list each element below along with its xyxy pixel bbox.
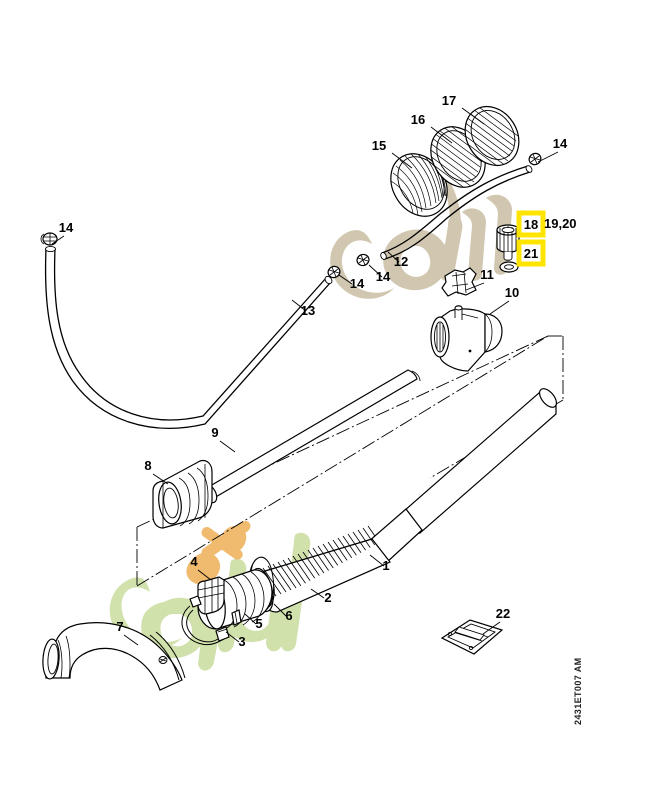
callout-number-7: 7	[116, 619, 123, 634]
callout-number-17: 17	[442, 93, 456, 108]
callout-number-10: 10	[505, 285, 519, 300]
part-8-grille-insert	[152, 459, 213, 529]
callout-leader-14	[51, 235, 65, 245]
part-5-clamp-pin	[231, 609, 242, 626]
callout-leader-16	[430, 126, 453, 144]
highlight-box-21[interactable]	[516, 239, 546, 267]
callout-leader-12	[387, 251, 400, 263]
part-14-hose-clamp-left	[40, 232, 58, 246]
part-13-long-curved-hose	[44, 245, 333, 429]
callout-leaders	[51, 107, 559, 646]
part-4-clamp-screw-block	[197, 576, 225, 615]
callout-number-13: 13	[301, 303, 315, 318]
part-9-straight-tube	[201, 369, 421, 504]
callout-leader-4	[197, 569, 212, 581]
callout-leader-10	[489, 300, 510, 315]
callout-leader-11	[465, 282, 485, 291]
part-10-collar-housing	[430, 305, 503, 372]
callout-number-14: 14	[376, 269, 391, 284]
callout-leader-14	[537, 151, 559, 163]
callout-leader-5	[244, 613, 257, 625]
part-22-cover-plate	[440, 619, 504, 655]
callout-leader-17	[461, 107, 485, 125]
callout-leader-8	[152, 473, 169, 485]
callout-number-6: 6	[285, 608, 292, 623]
part-18-knurled-knob-cap	[496, 224, 520, 261]
callout-number-1: 1	[382, 558, 389, 573]
part-14-hose-clamp-12left	[356, 253, 370, 267]
part-14-hose-clamp-mid	[327, 265, 341, 279]
part-21-washer-seal	[499, 261, 519, 273]
part-3-hose-clamp-band	[181, 595, 230, 645]
part-15-oval-screen-fine	[390, 149, 448, 220]
highlight-label-21: 21	[524, 246, 538, 261]
callout-number-14: 14	[350, 276, 365, 291]
highlight-box-18[interactable]	[516, 210, 546, 238]
part-14-hose-clamp-12right	[528, 152, 542, 166]
callout-number-14: 14	[553, 136, 568, 151]
callout-leader-14	[338, 274, 353, 285]
callout-leader-7	[123, 634, 139, 646]
callout-number-16: 16	[411, 112, 425, 127]
part-1-corrugated-flex-tube	[249, 388, 558, 613]
callout-number-9: 9	[211, 425, 218, 440]
callout-leader-14	[368, 264, 383, 278]
callout-leader-22	[482, 621, 501, 635]
callout-leader-13	[291, 299, 307, 312]
callout-number-8: 8	[144, 458, 151, 473]
callout-number-15: 15	[372, 138, 386, 153]
part-12-short-hose	[380, 165, 533, 260]
callout-number-5: 5	[255, 616, 262, 631]
callout-number-4: 4	[190, 554, 198, 569]
highlight-label-18: 18	[524, 217, 538, 232]
callout-leader-6	[273, 603, 287, 617]
callout-leader-1	[369, 554, 385, 567]
callout-number-22: 22	[496, 606, 510, 621]
label-19-20: 19,20	[544, 216, 577, 231]
callout-number-12: 12	[394, 254, 408, 269]
callout-number-2: 2	[324, 590, 331, 605]
callout-leader-9	[219, 440, 236, 453]
callout-number-3: 3	[238, 634, 245, 649]
part-7-elbow-boot	[42, 622, 186, 691]
part-17-oval-screen-coarse	[457, 101, 520, 172]
callout-leader-15	[391, 152, 413, 169]
callout-number-14: 14	[59, 220, 74, 235]
callout-leader-3	[225, 631, 240, 643]
callout-leader-2	[310, 588, 325, 599]
drawing-code: 2431ET007 AM	[573, 657, 583, 725]
callout-number-11: 11	[480, 267, 494, 282]
